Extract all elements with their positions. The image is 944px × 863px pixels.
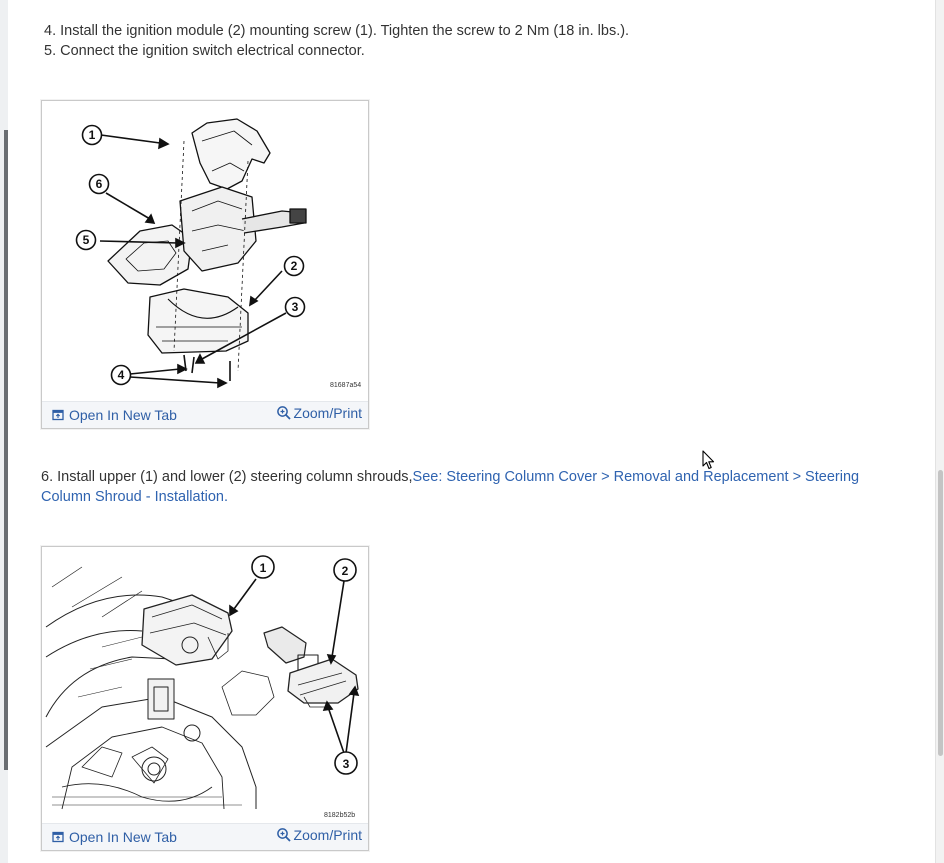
step-5-text: 5. Connect the ignition switch electrica… xyxy=(44,43,365,59)
open-in-new-tab-icon xyxy=(52,831,64,843)
svg-text:5: 5 xyxy=(83,233,90,247)
mouse-cursor-icon xyxy=(702,450,715,470)
figure-steering-column-exploded: 1 6 5 2 3 4 81687a54 Open In New Tab Zoo… xyxy=(41,100,369,429)
zoom-print-link[interactable]: Zoom/Print xyxy=(276,827,362,843)
left-edge-shadow xyxy=(4,130,8,770)
svg-text:3: 3 xyxy=(343,757,350,771)
callout-4: 4 xyxy=(110,364,132,386)
svg-text:1: 1 xyxy=(89,128,96,142)
callout-2: 2 xyxy=(333,558,357,582)
svg-text:3: 3 xyxy=(292,300,299,314)
callout-3: 3 xyxy=(284,296,306,318)
figure-shrouds-installation: 1 2 3 8182b52b Open In New Tab Zoom/Prin… xyxy=(41,546,369,851)
zoom-in-icon xyxy=(276,406,291,420)
open-in-new-tab-link[interactable]: Open In New Tab xyxy=(52,407,177,423)
zoom-print-label: Zoom/Print xyxy=(293,827,362,843)
zoom-in-icon xyxy=(276,828,291,842)
callout-2: 2 xyxy=(283,255,305,277)
svg-text:2: 2 xyxy=(342,564,349,578)
svg-text:1: 1 xyxy=(260,561,267,575)
callout-1: 1 xyxy=(251,555,275,579)
left-window-edge xyxy=(0,0,8,863)
steering-column-illustration: 1 6 5 2 3 4 81687a54 xyxy=(75,118,361,389)
svg-text:6: 6 xyxy=(96,177,103,191)
figure-action-bar: Open In New Tab Zoom/Print xyxy=(42,823,368,850)
step-4-text: 4. Install the ignition module (2) mount… xyxy=(44,23,630,39)
step-6-text: 6. Install upper (1) and lower (2) steer… xyxy=(41,467,901,507)
figure-code: 8182b52b xyxy=(324,812,355,819)
svg-text:2: 2 xyxy=(291,259,298,273)
steering-column-shroud-link[interactable]: See: Steering Column Cover > Removal and… xyxy=(41,469,860,505)
shroud-installation-illustration: 1 2 3 8182b52b xyxy=(45,555,360,819)
page-scrollbar[interactable] xyxy=(935,0,944,863)
figure-action-bar: Open In New Tab Zoom/Print xyxy=(42,401,368,428)
open-in-new-tab-link[interactable]: Open In New Tab xyxy=(52,829,177,845)
callout-3: 3 xyxy=(334,751,358,775)
open-in-new-tab-label: Open In New Tab xyxy=(69,407,177,423)
figure-code: 81687a54 xyxy=(330,382,361,389)
svg-text:4: 4 xyxy=(118,368,125,382)
open-in-new-tab-icon xyxy=(52,409,64,421)
zoom-print-link[interactable]: Zoom/Print xyxy=(276,405,362,421)
callout-6: 6 xyxy=(88,173,110,195)
callout-1: 1 xyxy=(81,124,103,146)
zoom-print-label: Zoom/Print xyxy=(293,405,362,421)
scrollbar-thumb[interactable] xyxy=(938,470,943,756)
callout-5: 5 xyxy=(75,229,97,251)
step-6-label: 6. Install upper (1) and lower (2) steer… xyxy=(41,469,413,485)
open-in-new-tab-label: Open In New Tab xyxy=(69,829,177,845)
